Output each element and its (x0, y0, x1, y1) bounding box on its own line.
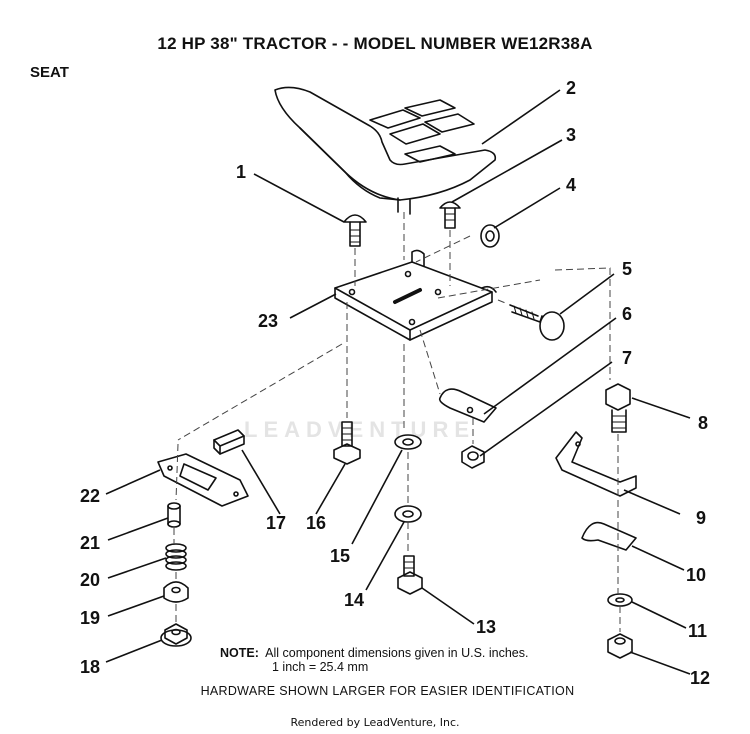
assembly-guide-lines (173, 212, 621, 632)
callout-11: 11 (688, 621, 707, 641)
flat-washer-part[interactable] (394, 505, 422, 523)
seat-spring-bracket-part[interactable] (555, 431, 637, 497)
note-label: NOTE: (220, 646, 259, 660)
bracket-part[interactable] (438, 388, 497, 423)
callout-7: 7 (622, 348, 632, 368)
callout-3: 3 (566, 125, 576, 145)
lock-washer-part[interactable] (394, 434, 422, 450)
seat-part[interactable] (274, 86, 497, 215)
callout-17: 17 (266, 513, 286, 533)
callout-5: 5 (622, 259, 632, 279)
note-line-2: 1 inch = 25.4 mm (272, 660, 369, 674)
bolt-part[interactable] (439, 201, 461, 229)
rendered-by-footer: Rendered by LeadVenture, Inc. (290, 716, 460, 729)
callout-18: 18 (80, 657, 100, 677)
callout-4: 4 (566, 175, 576, 195)
flange-lock-nut-part[interactable] (160, 623, 192, 647)
callout-23: 23 (258, 311, 278, 331)
callout-21: 21 (80, 533, 100, 553)
hex-bolt-lower-part[interactable] (397, 555, 423, 595)
callout-12: 12 (690, 668, 710, 688)
flange-nut-part[interactable] (607, 633, 633, 659)
flange-bolt-part[interactable] (333, 421, 361, 465)
callout-8: 8 (698, 413, 708, 433)
callout-16: 16 (306, 513, 326, 533)
spring-cap-part[interactable] (163, 581, 189, 603)
watermark: LEADVENTURE (244, 417, 476, 442)
leader-lines (105, 89, 691, 675)
callout-1: 1 (236, 162, 246, 182)
callout-15: 15 (330, 546, 350, 566)
pivot-plate-part[interactable] (157, 453, 249, 507)
callout-6: 6 (622, 304, 632, 324)
callout-10: 10 (686, 565, 706, 585)
diagram-title: 12 HP 38" TRACTOR - - MODEL NUMBER WE12R… (157, 34, 593, 53)
callout-2: 2 (566, 78, 576, 98)
callout-9: 9 (696, 508, 706, 528)
washer-part[interactable] (607, 593, 633, 607)
hardware-note: HARDWARE SHOWN LARGER FOR EASIER IDENTIF… (200, 684, 575, 698)
callout-22: 22 (80, 486, 100, 506)
dimension-note: NOTE: All component dimensions given in … (220, 646, 529, 674)
shoulder-bolt-part[interactable] (509, 304, 565, 341)
hex-nut-part[interactable] (461, 445, 485, 469)
callout-14: 14 (344, 590, 364, 610)
sleeve-part[interactable] (167, 502, 181, 528)
lock-nut-part[interactable] (480, 224, 500, 248)
note-line-1: All component dimensions given in U.S. i… (265, 646, 529, 660)
section-label: SEAT (30, 64, 69, 81)
hex-bolt-part[interactable] (605, 383, 631, 433)
carriage-bolt-part[interactable] (343, 214, 367, 247)
spring-part[interactable] (165, 543, 187, 571)
callout-19: 19 (80, 608, 100, 628)
callout-numbers: 1 2 3 4 5 6 7 8 9 10 11 12 13 14 15 16 1… (80, 78, 710, 688)
clip-bracket-part[interactable] (581, 521, 637, 551)
rubber-pad-part[interactable] (213, 429, 245, 455)
seat-pan-part[interactable] (334, 249, 497, 341)
callout-20: 20 (80, 570, 100, 590)
callout-13: 13 (476, 617, 496, 637)
